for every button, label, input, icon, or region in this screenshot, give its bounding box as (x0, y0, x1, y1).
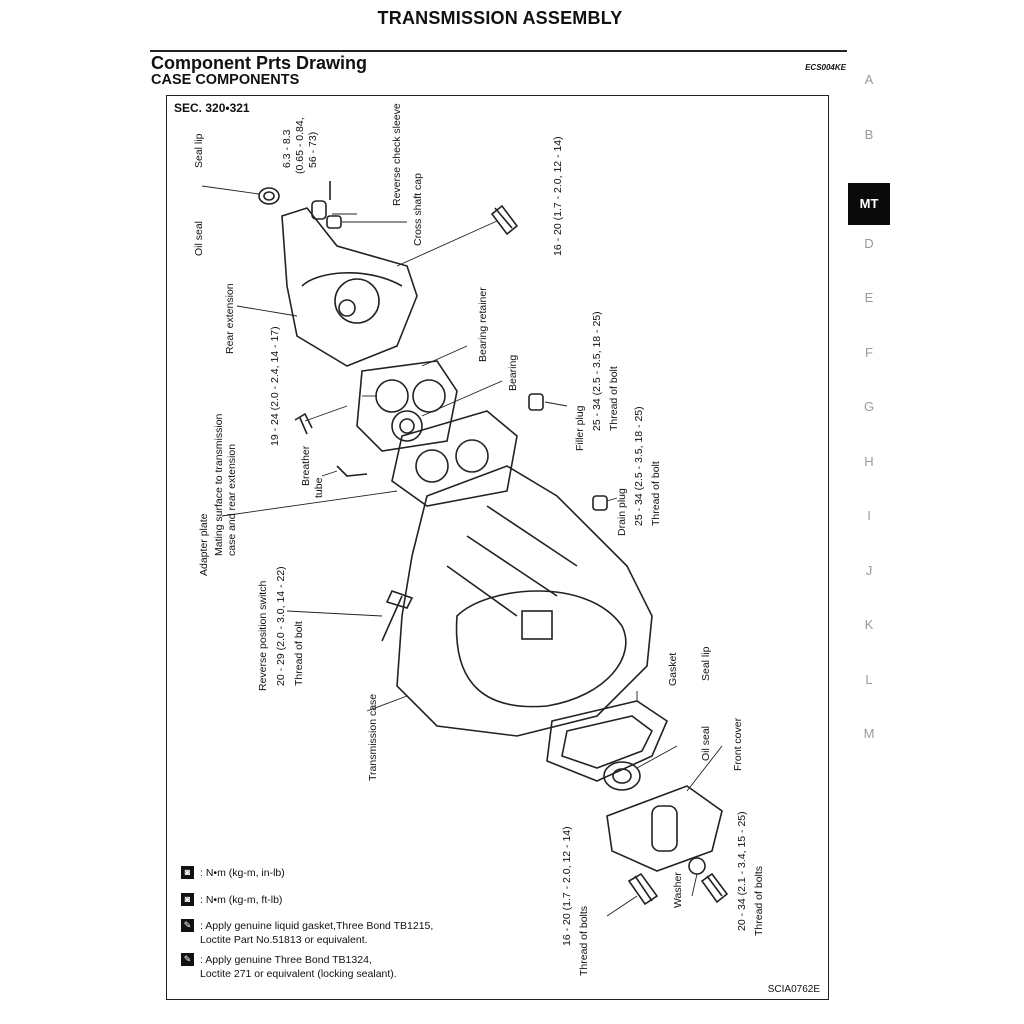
callout-adapter-plate: Adapter plate (198, 513, 210, 576)
index-tab-k[interactable]: K (864, 617, 874, 632)
index-tab-l[interactable]: L (865, 671, 873, 687)
section-subtitle: CASE COMPONENTS (151, 72, 300, 88)
index-tab-a[interactable]: A (864, 72, 874, 87)
index-tab-b[interactable]: B (864, 126, 874, 142)
callout-mating-surface-b: case and rear extension (226, 443, 238, 556)
callout-torque-top-b: (0.65 - 0.84, (294, 117, 306, 174)
callout-torque-filler: 25 - 34 (2.5 - 3.5, 18 - 25) (591, 311, 603, 431)
index-tab-e[interactable]: E (864, 290, 874, 305)
filler-plug-drawing (528, 393, 544, 411)
callout-torque-19-24: 19 - 24 (2.0 - 2.4, 14 - 17) (269, 326, 281, 446)
callout-seal-lip-top: Seal lip (193, 133, 205, 168)
callout-mating-surface-a: Mating surface to transmission (213, 413, 225, 556)
callout-torque-16-20-bottom: 16 - 20 (1.7 - 2.0, 12 - 14) (561, 826, 573, 946)
index-tab-m[interactable]: M (863, 726, 875, 741)
callout-torque-top-a: 6.3 - 8.3 (281, 129, 293, 168)
callout-gasket: Gasket (667, 652, 679, 686)
callout-filler-plug: Filler plug (574, 405, 586, 451)
breather-tube-drawing (336, 465, 368, 477)
bolt-top-drawing (490, 204, 519, 236)
bearing-retainer-drawing (356, 360, 458, 452)
bolt-bottom-drawing (627, 872, 659, 906)
callout-thread-of-bolt-filler: Thread of bolt (608, 366, 620, 431)
section-title: Component Prts Drawing (151, 53, 368, 73)
liquid-gasket-icon: ✎ (181, 919, 194, 932)
locking-sealant-icon: ✎ (181, 953, 194, 966)
callout-bearing-retainer: Bearing retainer (477, 287, 489, 362)
callout-breather-a: Breather (300, 445, 312, 486)
callout-drain-plug: Drain plug (616, 488, 628, 536)
index-tab-d[interactable]: D (864, 235, 874, 251)
figure-code: SCIA0762E (767, 984, 820, 995)
transmission-case-drawing (396, 465, 653, 737)
front-cover-drawing (606, 785, 723, 872)
callout-torque-16-20-top: 16 - 20 (1.7 - 2.0, 12 - 14) (552, 136, 564, 256)
callout-thread-of-bolt-switch: Thread of bolt (293, 621, 305, 686)
exploded-drawing (201, 181, 729, 917)
page-title: TRANSMISSION ASSEMBLY (377, 8, 623, 28)
callout-washer: Washer (672, 872, 684, 908)
index-tab-f[interactable]: F (865, 344, 873, 360)
callout-torque-drain: 25 - 34 (2.5 - 3.5, 18 - 25) (633, 406, 645, 526)
document-code: ECS004KE (805, 63, 846, 72)
callout-torque-20-34: 20 - 34 (2.1 - 3.4, 15 - 25) (736, 811, 748, 931)
index-tab-i[interactable]: I (867, 508, 871, 523)
callout-rear-extension: Rear extension (224, 283, 236, 354)
reverse-switch-drawing (381, 590, 414, 642)
index-tab-h[interactable]: H (864, 453, 874, 469)
legend-ft-lb: ◙: N•m (kg-m, ft-lb) (181, 893, 282, 907)
callout-thread-of-bolt-drain: Thread of bolt (650, 461, 662, 526)
index-tab-j[interactable]: J (865, 562, 873, 578)
oil-seal-top-drawing (258, 187, 280, 205)
callout-oil-seal-right: Oil seal (700, 725, 712, 761)
legend-in-lb: ◙: N•m (kg-m, in-lb) (181, 866, 285, 880)
oil-seal-right-drawing (603, 761, 641, 791)
callout-front-cover: Front cover (732, 717, 744, 771)
callout-torque-top-c: 56 - 73) (307, 131, 319, 168)
callout-reverse-check-sleeve: Reverse check sleeve (391, 103, 403, 206)
washer-drawing (688, 857, 706, 875)
index-tab-g[interactable]: G (863, 399, 875, 414)
callout-transmission-case: Transmission case (367, 693, 379, 781)
torque-ft-lb-icon: ◙ (181, 893, 194, 906)
callout-reverse-position-switch: Reverse position switch (257, 580, 269, 691)
bearing-drawing (391, 410, 423, 442)
section-reference: SEC. 320•321 (174, 101, 250, 115)
torque-in-lb-icon: ◙ (181, 866, 194, 879)
callout-breather-b: tube (313, 477, 325, 498)
index-tab-mt[interactable]: MT (848, 183, 890, 225)
callout-cross-shaft-cap: Cross shaft cap (412, 173, 424, 246)
section-divider (150, 50, 847, 52)
section-index-tabs: A B MT D E F G H I J K L M (848, 68, 890, 777)
callout-thread-of-bolts-bottom: Thread of bolts (578, 905, 590, 976)
adapter-plate-drawing (391, 410, 518, 507)
callout-seal-lip-right: Seal lip (700, 646, 712, 681)
rear-extension-drawing (281, 207, 418, 367)
legend-liquid-gasket: ✎: Apply genuine liquid gasket,Three Bon… (181, 919, 433, 947)
legend-locking-sealant: ✎: Apply genuine Three Bond TB1324, Loct… (181, 953, 397, 981)
drain-plug-drawing (592, 495, 608, 511)
callout-torque-20-29: 20 - 29 (2.0 - 3.0, 14 - 22) (275, 566, 287, 686)
exploded-diagram: SEC. 320•321 Oil seal Seal lip 6.3 - 8.3… (166, 95, 829, 1000)
callout-thread-of-bolts-right: Thread of bolts (753, 865, 765, 936)
callout-bearing: Bearing (507, 354, 519, 391)
callout-oil-seal-top: Oil seal (193, 220, 205, 256)
